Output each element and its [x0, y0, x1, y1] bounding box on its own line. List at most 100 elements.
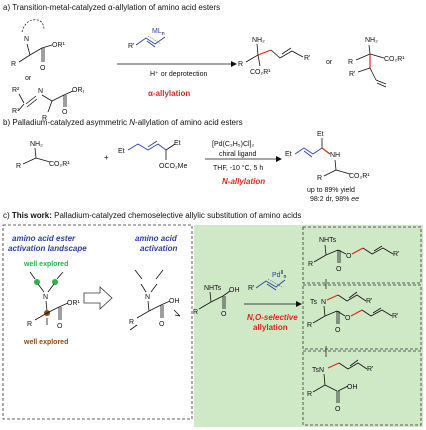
atom-n: N [24, 36, 29, 43]
well-explored-bottom: well explored [23, 339, 68, 346]
substrate-amino-ester-b: NH₂ R CO₂R¹ [16, 141, 70, 170]
atom-o-c2: O [159, 321, 165, 328]
atom-et-p-left: Et [285, 151, 292, 158]
product-n-allyl: Et Et NH R CO₂R¹ [285, 131, 370, 182]
well-explored-top: well explored [23, 261, 68, 268]
ester-activation-structure: N R O OR¹ [27, 271, 81, 330]
atom-r-p2: R [348, 59, 353, 66]
hollow-arrow [83, 286, 113, 310]
atom-nhts-sub: NHTs [204, 285, 222, 292]
atom-nhts-p1: NHTs [319, 237, 337, 244]
atom-nh2-b: NH₂ [30, 141, 43, 148]
atom-o-p2c: O [335, 327, 341, 334]
atom-or1-c1: OR¹ [67, 300, 81, 307]
atom-r-prime-reagent: R' [248, 285, 254, 292]
landscape-title-1: amino acid ester [12, 234, 76, 243]
product-no-diallyl: Ts N R' R O O R' [307, 291, 398, 334]
or-label-1: or [25, 75, 32, 82]
atom-o-ester-p2c: O [345, 315, 351, 322]
atom-r1-imine: R¹ [12, 108, 20, 115]
atom-r-p3: R [307, 391, 312, 398]
activation-landscape-panel [2, 224, 193, 420]
atom-r-sub: R [193, 309, 198, 316]
atom-r-p1c: R [308, 261, 313, 268]
atom-et-right: Et [174, 140, 181, 147]
atom-nh-p: NH [330, 152, 340, 159]
arrow-b-ligand: chiral ligand [219, 151, 256, 158]
substrate-imine-ester: R² N R¹ R O OR₁ [12, 87, 86, 122]
section-b-title: b) Palladium-catalyzed asymmetric N-ally… [3, 118, 243, 127]
metal-label: MLn [152, 28, 165, 37]
atom-r-prime-p2: R' [349, 71, 355, 78]
activation-title-1: amino acid [135, 234, 178, 243]
atom-o-ester-p1c: O [346, 253, 352, 260]
ring-dashed-bond [21, 19, 45, 33]
product-box-no-diallyl [302, 284, 422, 350]
section-c-title: c) This work: Palladium-catalyzed chemos… [3, 211, 301, 220]
arrow-c-label-1: N,O-selective [247, 313, 298, 322]
product-o-allyl: NHTs R O O R' [308, 237, 399, 273]
arrow-b-conditions: THF, -10 °C, 5 h [213, 164, 263, 172]
atom-nh2-p2: NH₂ [365, 37, 378, 44]
allyl-carbonate: Et Et OCO₂Me [118, 140, 187, 170]
arrow-b-catalyst: [Pd(C₃H₅)Cl]₂ [212, 141, 255, 148]
atom-n-p2: N [321, 299, 326, 306]
pd-label: PdIIn [272, 270, 286, 280]
atom-r2: R² [12, 87, 20, 94]
atom-n-imine: N [38, 88, 43, 95]
landscape-title-2: activation landscape [8, 244, 87, 253]
atom-o: O [40, 65, 46, 72]
atom-n-c2: N [145, 294, 150, 301]
atom-o-sub: O [221, 311, 227, 318]
product-n-allyl-acid: TsN R' R O OH [307, 359, 373, 413]
atom-o-imine: O [62, 109, 68, 116]
product-alpha-allyl-1: NH₂ R CO₂R¹ R' [238, 37, 310, 76]
substrate-amino-ester-1: N R O OR¹ [11, 19, 66, 72]
pd-allyl-reagent: R' PdIIn [248, 270, 286, 292]
atom-oh-c2: OH [169, 298, 180, 305]
product-alpha-allyl-2: NH₂ R CO₂R¹ R' [348, 37, 405, 88]
atom-r-prime-p2n: R' [366, 298, 372, 305]
atom-co2r1-p1: CO₂R¹ [250, 69, 271, 76]
atom-r-p2c: R [307, 322, 312, 329]
arrow-b-label: N-allylation [222, 177, 265, 186]
atom-co2r1-p2: CO₂R¹ [384, 56, 405, 63]
atom-ts-p2: Ts [310, 299, 318, 306]
atom-o-p3: O [335, 406, 341, 413]
or-label-2: or [326, 59, 333, 66]
atom-co2r1-pb: CO₂R¹ [349, 173, 370, 180]
atom-nh2: NH₂ [252, 37, 265, 44]
arrow-a-label: α-allylation [148, 89, 190, 98]
atom-et-left: Et [118, 148, 125, 155]
atom-r-b: R [16, 163, 21, 170]
selectivity-text: 98:2 dr, 98% ee [310, 196, 359, 203]
atom-et-p-top: Et [317, 131, 324, 138]
activation-title-2: activation [140, 244, 177, 253]
plus-sign: + [104, 153, 109, 162]
atom-r-pb: R [317, 175, 322, 182]
this-work-panel [194, 225, 423, 427]
atom-r: R [11, 61, 16, 68]
product-box-n-allyl [302, 350, 422, 426]
atom-r-imine: R [42, 115, 47, 122]
yield-text: up to 89% yield [307, 187, 355, 194]
atom-oh-sub: OH [229, 287, 240, 294]
atom-o-c1: O [57, 323, 63, 330]
atom-r-prime: R' [128, 43, 134, 50]
substrate-n-ts-amino-acid: NHTs R O OH [193, 285, 240, 318]
atom-r-prime-p1c: R' [393, 251, 399, 258]
allyl-metal-reagent: R' MLn [128, 28, 166, 50]
atom-co2r1-b: CO₂R¹ [49, 161, 70, 168]
arrow-a-condition: H⁺ or deprotection [150, 71, 207, 78]
acid-activation-structure: N R O OH [129, 269, 181, 331]
atom-r-prime-p2o: R' [392, 313, 398, 320]
atom-r-p1: R [238, 61, 243, 68]
atom-or-sub1: OR₁ [72, 87, 86, 94]
atom-n-c1: N [43, 294, 48, 301]
atom-oco2me: OCO₂Me [159, 163, 187, 170]
atom-tsn-p3: TsN [312, 367, 324, 374]
atom-r-c2: R [129, 319, 134, 326]
atom-or1: OR¹ [52, 42, 66, 49]
atom-r-prime-p1: R' [304, 55, 310, 62]
